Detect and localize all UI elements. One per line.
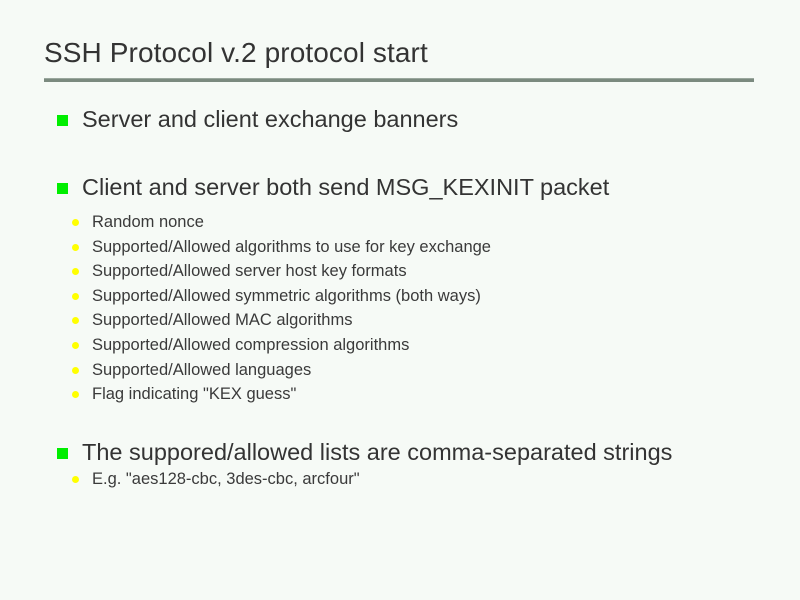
list-item-label: Supported/Allowed MAC algorithms — [92, 311, 353, 330]
list-item: The suppored/allowed lists are comma-sep… — [0, 437, 800, 467]
yellow-dot-bullet-icon — [72, 366, 79, 374]
yellow-dot-bullet-icon — [72, 317, 79, 325]
yellow-dot-bullet-icon — [72, 292, 79, 300]
yellow-dot-bullet-icon — [72, 268, 79, 276]
list-item: Flag indicating "KEX guess" — [0, 382, 800, 407]
list-item: Supported/Allowed algorithms to use for … — [0, 235, 800, 260]
title-divider — [44, 78, 754, 82]
list-item-label: E.g. "aes128-cbc, 3des-cbc, arcfour" — [92, 469, 360, 488]
spacer — [0, 407, 800, 437]
yellow-dot-bullet-icon — [72, 219, 79, 226]
title-block: SSH Protocol v.2 protocol start — [44, 36, 756, 70]
list-item-label: Random nonce — [92, 213, 204, 231]
list-item: Server and client exchange banners — [0, 104, 800, 134]
spacer — [0, 134, 800, 172]
list-item: Supported/Allowed MAC algorithms — [0, 308, 800, 333]
list-item-label: Supported/Allowed compression algorithms — [92, 335, 410, 354]
list-item-label: Supported/Allowed symmetric algorithms (… — [92, 286, 481, 305]
list-item-label: The suppored/allowed lists are comma-sep… — [82, 438, 673, 465]
green-square-bullet-icon — [57, 115, 68, 126]
list-item: Supported/Allowed compression algorithms — [0, 333, 800, 358]
yellow-dot-bullet-icon — [72, 475, 79, 483]
yellow-dot-bullet-icon — [72, 243, 79, 251]
list-item-label: Client and server both send MSG_KEXINIT … — [82, 174, 610, 200]
list-item-label: Supported/Allowed languages — [92, 360, 312, 379]
slide-body: Server and client exchange banners Clien… — [0, 104, 800, 491]
list-item-label: Supported/Allowed algorithms to use for … — [92, 237, 491, 256]
list-item: Supported/Allowed languages — [0, 358, 800, 383]
green-square-bullet-icon — [57, 183, 68, 194]
green-square-bullet-icon — [57, 447, 68, 459]
list-item: Supported/Allowed symmetric algorithms (… — [0, 284, 800, 309]
list-item: E.g. "aes128-cbc, 3des-cbc, arcfour" — [0, 467, 800, 492]
list-item: Supported/Allowed server host key format… — [0, 259, 800, 284]
list-item: Client and server both send MSG_KEXINIT … — [0, 172, 800, 202]
spacer — [0, 202, 800, 210]
list-item: Random nonce — [0, 210, 800, 235]
yellow-dot-bullet-icon — [72, 341, 79, 349]
list-item-label: Flag indicating "KEX guess" — [92, 385, 297, 404]
list-item-label: Server and client exchange banners — [82, 106, 459, 132]
page-title: SSH Protocol v.2 protocol start — [44, 37, 428, 68]
list-item-label: Supported/Allowed server host key format… — [92, 262, 407, 281]
yellow-dot-bullet-icon — [72, 391, 79, 399]
